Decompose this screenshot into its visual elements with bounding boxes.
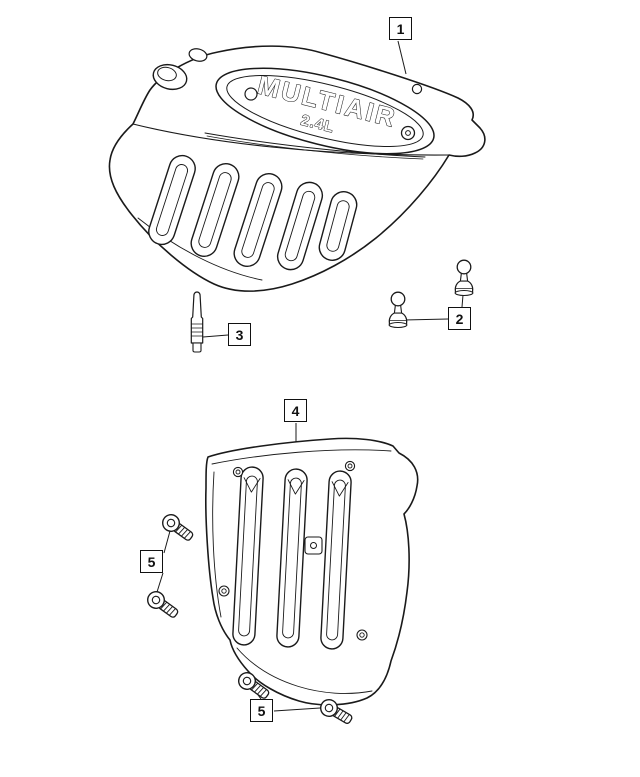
callout-5b-label: 5 [257,702,266,719]
callout-5b[interactable]: 5 [250,699,273,722]
screw-drawing-1 [158,510,197,546]
callout-4[interactable]: 4 [284,399,307,422]
multiair-badge: MULTIAIR 2.4L [215,67,435,155]
engine-cover-drawing: MULTIAIR 2.4L [108,45,486,292]
leader-line [397,40,407,75]
leader-line [163,530,171,554]
callout-1-label: 1 [396,20,405,37]
leader-line [202,334,229,338]
callout-4-label: 4 [291,402,300,419]
callout-1[interactable]: 1 [389,17,412,40]
callout-3-label: 3 [235,326,244,343]
cover-ribs [148,154,358,271]
oil-cap-drawing [152,48,208,91]
push-pin-drawing [190,291,204,353]
callout-3[interactable]: 3 [228,323,251,346]
ball-stud-drawing-1 [388,291,408,329]
leader-lines [156,40,464,712]
cover-holes [244,83,423,141]
shield-holes [218,460,368,641]
ball-stud-drawing-2 [454,259,474,297]
screw-drawing-2 [143,587,182,623]
shield-center-plate [304,536,323,555]
callout-5a-label: 5 [147,553,156,570]
leader-line [461,294,464,308]
callout-2-label: 2 [455,310,464,327]
callout-5a[interactable]: 5 [140,550,163,573]
leader-line [156,572,164,593]
shield-ribs [232,466,352,650]
callout-2[interactable]: 2 [448,307,471,330]
skid-shield-drawing [205,437,419,706]
leader-line [403,318,449,321]
leader-line [273,707,321,712]
